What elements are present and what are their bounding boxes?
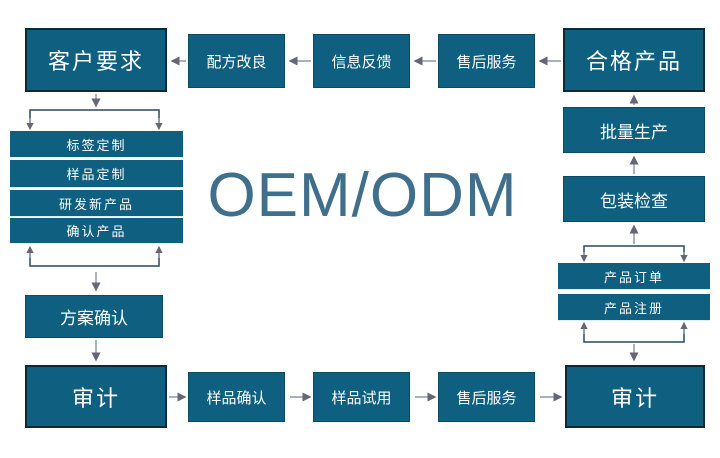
audit-left-box: 审计 [25, 365, 167, 428]
packing-check-box: 包装检查 [563, 176, 705, 222]
oem-odm-title: OEM/ODM [207, 161, 518, 230]
aftersale-bottom-box: 售后服务 [438, 372, 535, 422]
customer-requirement-box: 客户要求 [25, 28, 167, 92]
stack-item: 标签定制 [10, 131, 183, 158]
sample-confirm-box: 样品确认 [188, 372, 285, 422]
stack-item: 确认产品 [10, 218, 183, 244]
product-order-box: 产品订单 [558, 263, 710, 290]
plan-confirm-box: 方案确认 [25, 295, 163, 338]
stack-item: 研发新产品 [10, 190, 183, 217]
aftersale-top-box: 售后服务 [438, 34, 535, 88]
sample-trial-box: 样品试用 [313, 372, 410, 422]
product-register-box: 产品注册 [558, 294, 710, 321]
formula-improve-box: 配方改良 [188, 34, 285, 88]
mass-production-box: 批量生产 [563, 107, 705, 153]
qualified-product-box: 合格产品 [563, 28, 705, 92]
feedback-box: 信息反馈 [313, 34, 410, 88]
stack-item: 样品定制 [10, 160, 183, 188]
audit-right-box: 审计 [565, 365, 705, 428]
